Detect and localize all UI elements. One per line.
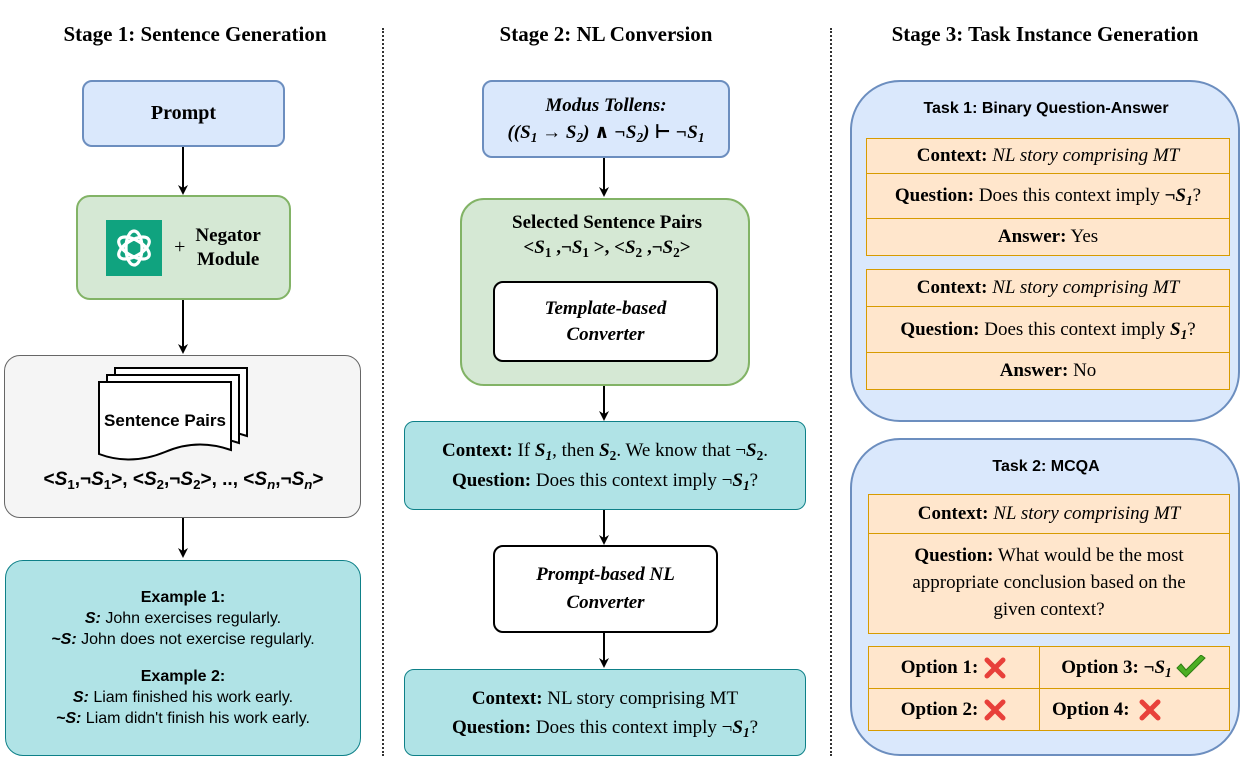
task2-question: Question: What would be the most appropr… <box>868 533 1230 634</box>
template-line1: Template-based <box>544 297 667 319</box>
prompt-converter-box: Prompt-based NL Converter <box>493 545 718 633</box>
task1-inst1-context: Context: NL story comprising MT <box>866 138 1230 174</box>
task2-title: Task 2: MCQA <box>992 458 1100 475</box>
option-1: Option 1: <box>868 646 1040 689</box>
task1-inst2-question: Question: Does this context imply S1? <box>866 306 1230 353</box>
plus-sign: + <box>174 236 186 258</box>
stage1-header: Stage 1: Sentence Generation <box>63 22 327 46</box>
negator-line2: Module <box>196 248 260 270</box>
negator-module-label: Negator Module <box>195 224 260 272</box>
example1-sentence: S: John exercises regularly. <box>84 610 282 627</box>
example2-negation: ~S: Liam didn't finish his work early. <box>56 710 310 727</box>
task2-context: Context: NL story comprising MT <box>868 494 1230 534</box>
separator-stage2-3 <box>830 28 832 756</box>
prompt-box: Prompt <box>82 80 285 147</box>
example2-title: Example 2: <box>140 668 226 685</box>
chatgpt-logo-icon <box>106 219 163 276</box>
task1-title: Task 1: Binary Question-Answer <box>923 100 1169 117</box>
stage2-header: Stage 2: NL Conversion <box>499 22 713 46</box>
rule-formula: ((S1 → S2) ∧ ¬S2) ⊢ ¬S1 <box>507 122 705 145</box>
prompt-conv-line1: Prompt-based NL <box>536 564 675 585</box>
modus-tollens-box: Modus Tollens: ((S1 → S2) ∧ ¬S2) ⊢ ¬S1 <box>482 80 730 158</box>
option-2: Option 2: <box>868 688 1040 731</box>
option-1-label: Option 1: <box>900 656 979 678</box>
cross-icon <box>984 699 1006 720</box>
cross-icon <box>984 657 1006 678</box>
template-converter-box: Template-based Converter <box>493 281 718 362</box>
context-line: Context: If S1, then S2. We know that ¬S… <box>442 439 768 463</box>
separator-stage1-2 <box>382 28 384 756</box>
cross-icon <box>1139 699 1161 720</box>
template-line2: Converter <box>566 323 645 345</box>
selected-pairs-formula: <S1 ,¬S1 >, <S2 ,¬S2> <box>523 237 691 260</box>
check-icon <box>1175 654 1206 678</box>
prompt-conv-line2: Converter <box>566 592 645 613</box>
option-3: Option 3: ¬S1 <box>1039 646 1230 689</box>
sentence-pairs-box: Sentence Pairs <S1,¬S1>, <S2,¬S2>, .., <… <box>4 355 361 518</box>
option-2-label: Option 2: <box>900 698 979 720</box>
example1-title: Example 1: <box>140 589 226 606</box>
option-4: Option 4: <box>1039 688 1230 731</box>
documents-icon <box>98 367 248 461</box>
examples-box: Example 1: S: John exercises regularly. … <box>5 560 361 756</box>
final-question-line: Question: Does this context imply ¬S1? <box>451 716 759 740</box>
rule-name: Modus Tollens: <box>545 95 667 116</box>
task1-inst1-answer: Answer: Yes <box>866 218 1230 256</box>
option-3-label: Option 3: ¬S1 <box>1061 656 1172 680</box>
stage3-header: Stage 3: Task Instance Generation <box>891 22 1199 46</box>
task1-inst2-answer: Answer: No <box>866 352 1230 390</box>
example2-sentence: S: Liam finished his work early. <box>72 689 294 706</box>
negator-box: + Negator Module <box>76 195 291 300</box>
option-4-label: Option 4: <box>1052 698 1130 720</box>
sentence-pairs-label: Sentence Pairs <box>104 411 226 430</box>
task1-inst2-context: Context: NL story comprising MT <box>866 269 1230 307</box>
example1-negation: ~S: John does not exercise regularly. <box>51 631 315 648</box>
task1-inst1-question: Question: Does this context imply ¬S1? <box>866 173 1230 219</box>
question-line: Question: Does this context imply ¬S1? <box>451 469 759 493</box>
selected-pairs-title: Selected Sentence Pairs <box>512 212 702 233</box>
context-question-box: Context: If S1, then S2. We know that ¬S… <box>404 421 806 510</box>
pairs-formula: <S1,¬S1>, <S2,¬S2>, .., <Sn,¬Sn> <box>43 469 324 492</box>
final-output-box: Context: NL story comprising MT Question… <box>404 669 806 756</box>
negator-line1: Negator <box>195 224 261 246</box>
prompt-label: Prompt <box>150 102 217 124</box>
final-context-line: Context: NL story comprising MT <box>471 687 739 709</box>
